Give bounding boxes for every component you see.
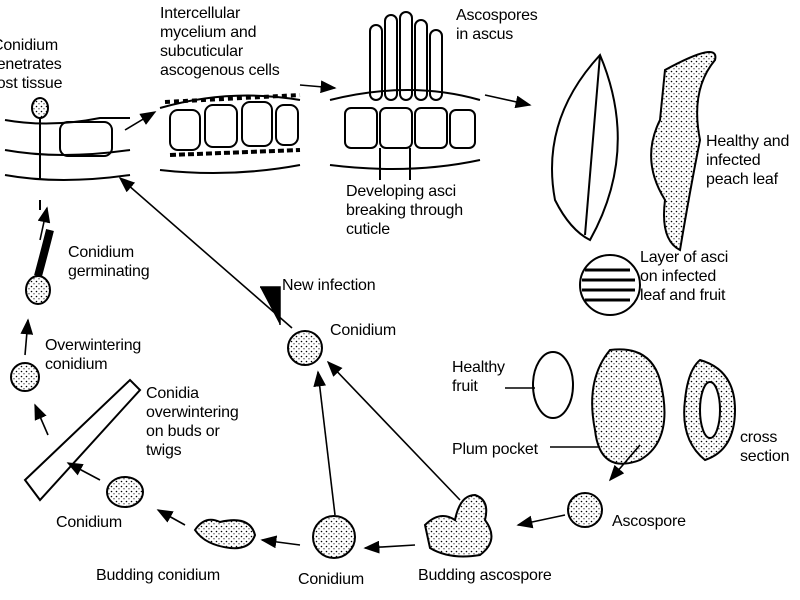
label-conidium-bottom-left: Conidium [56, 514, 122, 531]
label-conidium-bottom: Conidium [298, 571, 364, 588]
twig [23, 378, 142, 502]
label-plum-pocket: Plum pocket [452, 441, 538, 458]
host-tissue-penetration [4, 97, 131, 210]
healthy-peach-leaf [551, 53, 619, 242]
healthy-fruit [532, 351, 574, 419]
layer-of-asci [579, 254, 641, 316]
overwintering-conidium [10, 362, 40, 392]
ascospore-spore [567, 492, 603, 528]
label-budding-ascospore: Budding ascospore [418, 567, 552, 584]
conidium-bottom [312, 515, 356, 559]
budding-ascospore [423, 493, 493, 558]
infected-peach-leaf [650, 51, 717, 252]
label-conidium-center: Conidium [330, 322, 396, 339]
label-budding-conidium: Budding conidium [96, 567, 220, 584]
plum-pocket-fruit [591, 348, 666, 465]
label-conidium-penetrates: Conidiumpenetrateshost tissue [0, 37, 63, 92]
budding-conidium [193, 518, 257, 550]
developing-asci [329, 11, 481, 180]
conidium-bottom-left [106, 476, 144, 508]
label-new-infection: New infection [282, 277, 376, 294]
germinating-conidium [25, 275, 51, 305]
cycle-arrows [20, 80, 641, 554]
leader-lines [260, 286, 600, 448]
label-ascospore: Ascospore [612, 513, 686, 530]
conidium-center [287, 330, 323, 366]
intercellular-mycelium [159, 93, 301, 175]
